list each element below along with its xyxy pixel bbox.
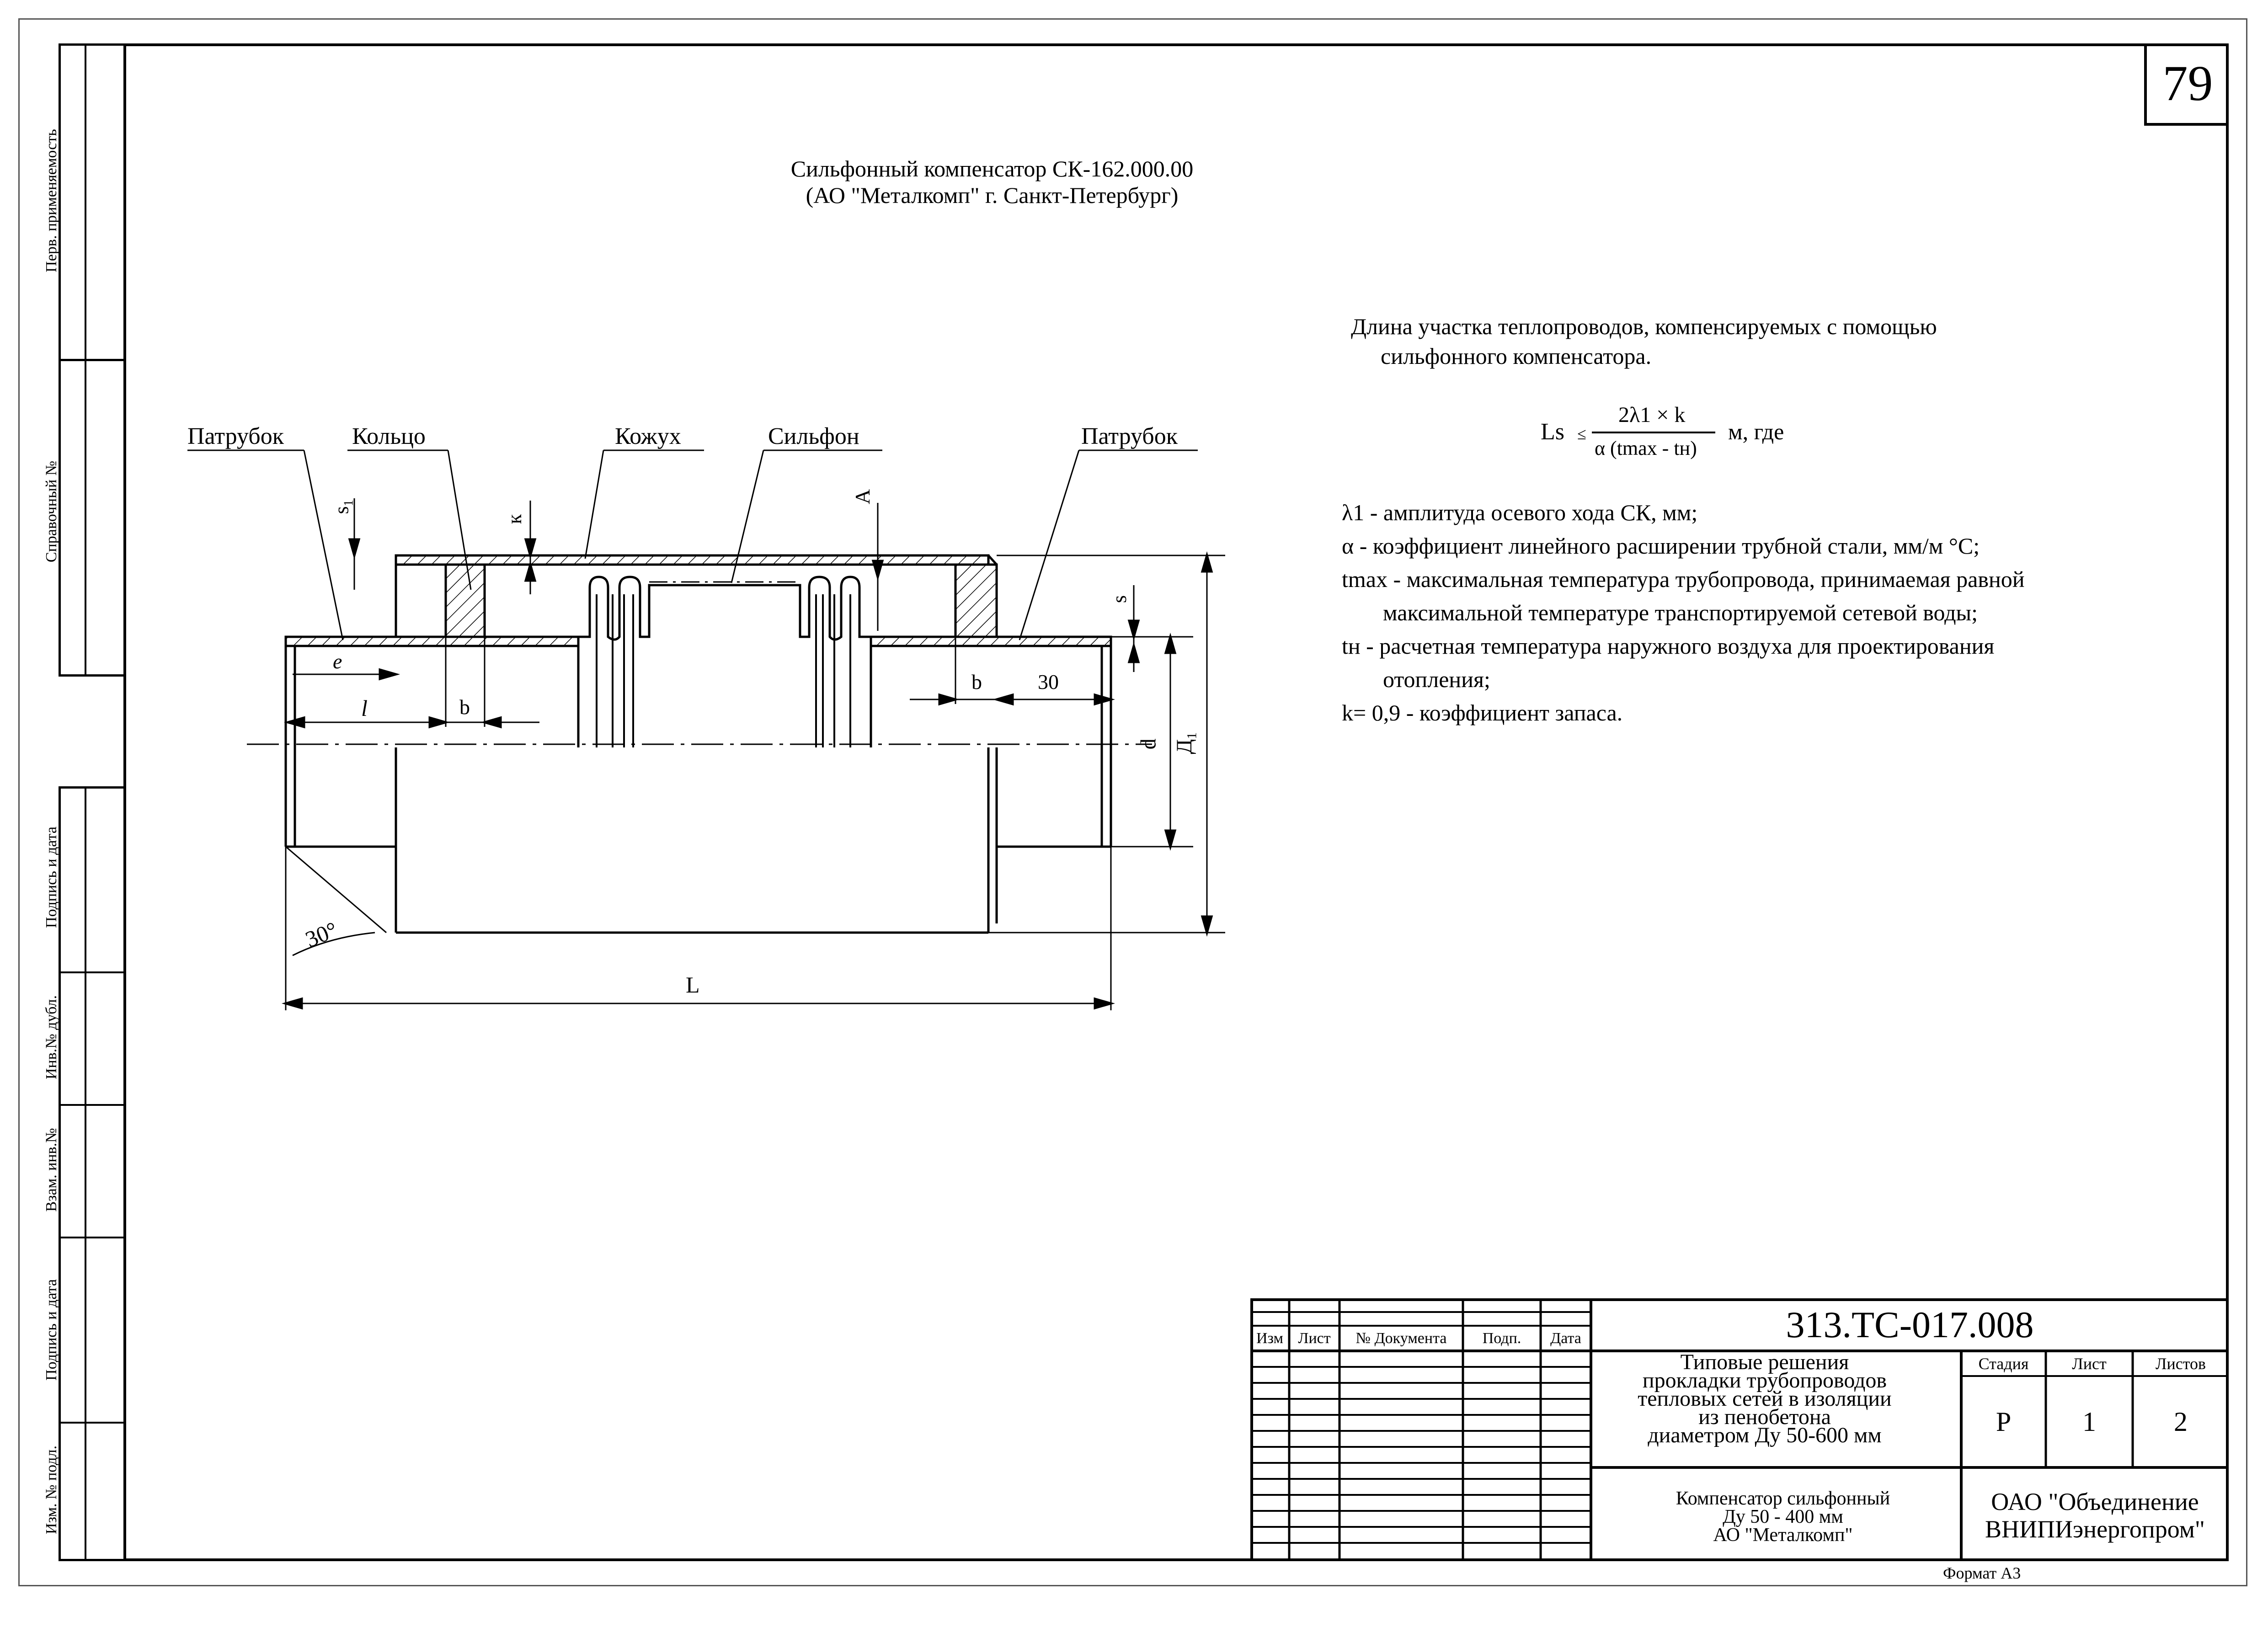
side-stamp-divider [59, 359, 123, 361]
dim-D1-sub: 1 [1184, 732, 1200, 739]
formula-suffix: м, где [1728, 419, 1784, 444]
org-line1: ОАО "Объединение [1991, 1488, 2199, 1515]
callout-silfon: Сильфон [768, 423, 859, 449]
definition-tmax-cont: максимальной температуре транспортируемо… [1383, 600, 1978, 625]
tb-header-data: Дата [1550, 1329, 1581, 1347]
drawing-title-line1: Сильфонный компенсатор СК-162.000.00 [790, 156, 1194, 181]
tb-sheet: 1 [2082, 1406, 2096, 1437]
definition-k: k= 0,9 - коэффициент запаса. [1342, 700, 1623, 725]
tb-sheets: 2 [2174, 1406, 2188, 1437]
tb-header-list: Лист [1298, 1329, 1331, 1347]
casing-wall [395, 554, 990, 566]
dim-label-A: A [851, 489, 875, 505]
tb-stage-header: Стадия [1978, 1354, 2029, 1373]
project-title-line: тепловых сетей в изоляции [1638, 1387, 1892, 1411]
ring [444, 563, 486, 638]
tb-organization: ОАО "Объединение ВНИПИэнергопром" [1961, 1488, 2229, 1543]
project-title-line: из пенобетона [1698, 1405, 1831, 1429]
definition-tmax: tmax - максимальная температура трубопро… [1342, 566, 2025, 592]
dim-label-L: L [686, 972, 700, 998]
formula-le: ≤ [1577, 425, 1586, 443]
callout-patrubok-left: Патрубок [187, 423, 284, 449]
tb-header-podp: Подп. [1482, 1329, 1521, 1347]
side-stamp-inner-line [85, 43, 86, 677]
formula-definitions: λ1 - амплитуда осевого хода СК, мм; α - … [1342, 496, 2024, 730]
side-stamp-row-line [59, 1237, 123, 1238]
side-stamp-row-line [59, 1422, 123, 1424]
side-stamp-bottom [59, 786, 123, 1561]
right-pipe-wall [870, 635, 1112, 647]
revision-table-grid [1250, 1298, 2229, 1561]
definition-lambda: λ1 - амплитуда осевого хода СК, мм; [1342, 500, 1698, 525]
sheet-title-line: Компенсатор сильфонный [1676, 1488, 1890, 1509]
left-pipe-wall [284, 635, 580, 647]
sheet-title-line: Ду 50 - 400 мм [1723, 1506, 1843, 1527]
dim-label-l: l [361, 695, 368, 721]
callout-patrubok-right: Патрубок [1081, 423, 1178, 449]
side-stamp-inner-line-2 [85, 786, 86, 1561]
definition-tn: tн - расчетная температура наружного воз… [1342, 633, 1995, 659]
project-title-line: диаметром Ду 50-600 мм [1648, 1423, 1882, 1447]
formula-lhs: Ls [1541, 419, 1564, 445]
formula: Ls ≤ 2λ1 × k α (tmax - tн) м, где [1541, 402, 1815, 475]
dim-label-D1: Д1 [1172, 732, 1200, 754]
dim-label-d: d [1136, 738, 1161, 750]
project-title-line: Типовые решения [1680, 1350, 1849, 1374]
tb-sheet-title: Компенсатор сильфонный Ду 50 - 400 мм АО… [1591, 1488, 1975, 1546]
dim-label-s: s [1108, 595, 1131, 603]
dim-s1-text: s [330, 506, 353, 514]
tb-stage: Р [1996, 1406, 2012, 1437]
formula-fraction-bar [1592, 432, 1715, 433]
bellows-left [577, 576, 871, 646]
dim-label-b-right: b [971, 670, 982, 693]
callout-kozhukh: Кожух [615, 423, 681, 449]
page-number-box: 79 [2144, 43, 2229, 126]
tb-sheets-header: Листов [2156, 1354, 2206, 1373]
callout-koltso: Кольцо [352, 423, 426, 449]
format-label: Формат А3 [1943, 1564, 2021, 1582]
tb-project-title: Типовые решения прокладки трубопроводов … [1591, 1350, 1938, 1447]
definition-tn-cont: отопления; [1383, 667, 1490, 692]
tb-header-izm: Изм [1256, 1329, 1284, 1347]
drawing-frame [123, 43, 2229, 1561]
dim-label-s1: s1 [330, 500, 357, 514]
side-stamp-row-line [59, 971, 123, 973]
project-title-line: прокладки трубопроводов [1642, 1368, 1887, 1392]
tb-doc-code: 313.ТС-017.008 [1786, 1303, 2034, 1345]
tb-sheet-header: Лист [2072, 1354, 2107, 1373]
right-ring [954, 563, 998, 638]
definition-alpha: α - коэффициент линейного расширении тру… [1342, 533, 1980, 559]
title-block [1250, 1298, 2229, 1561]
side-stamp-row-line [59, 1104, 123, 1106]
tb-header-no-doc: № Документа [1355, 1329, 1447, 1347]
formula-denominator: α (tmax - tн) [1595, 437, 1697, 459]
dim-D1-text: Д [1172, 739, 1197, 754]
dim-label-e: e [333, 650, 342, 673]
formula-numerator: 2λ1 × k [1618, 403, 1686, 427]
formula-intro-line2: сильфонного компенсатора. [1381, 343, 1652, 369]
page-number: 79 [2162, 55, 2213, 111]
dim-label-30: 30 [1038, 670, 1059, 693]
drawing-title-line2: (АО "Металкомп" г. Санкт-Петербург) [806, 182, 1179, 208]
sheet-title-line: АО "Металкомп" [1713, 1525, 1853, 1546]
dim-label-b-left: b [459, 695, 470, 719]
dim-s1-sub: 1 [342, 500, 356, 507]
org-line2: ВНИПИэнергопром" [1985, 1515, 2205, 1543]
formula-intro-line1: Длина участка теплопроводов, компенсируе… [1351, 314, 1937, 339]
outer-frame [18, 18, 2247, 1586]
dim-label-k: к [503, 514, 526, 524]
